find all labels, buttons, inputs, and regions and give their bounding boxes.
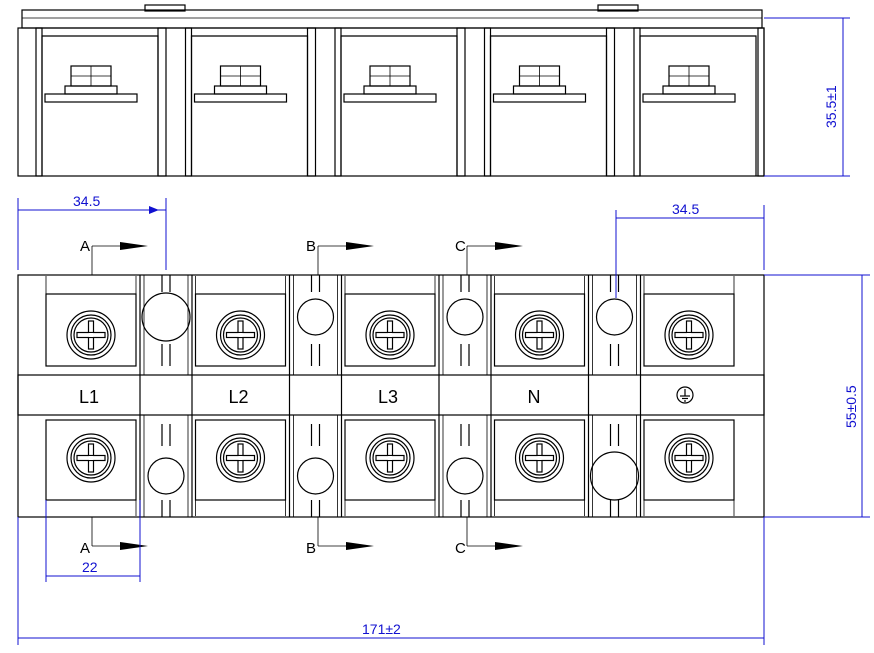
side-module [633,27,757,177]
separator-rib [438,275,492,517]
separator-rib [139,275,193,517]
mounting-hole [446,298,484,336]
terminal-module [45,276,137,516]
side-module [184,27,317,177]
terminal-label: L3 [378,387,398,407]
label-strip [17,374,765,416]
screw-terminal [66,310,116,360]
screw-terminal [215,310,266,360]
terminal-label: L1 [79,387,99,407]
svg-text:B: B [306,540,316,557]
screw-terminal [514,433,565,483]
svg-text:A: A [80,238,90,255]
screw-terminal [664,433,714,483]
side-module [35,27,167,177]
mounting-hole [296,457,335,495]
separator-rib [587,275,642,517]
dim-depth: 55±0.5 [843,385,859,428]
side-module [483,27,616,177]
dim-top-left-pitch: 34.5 [73,193,100,209]
screw-terminal [514,310,565,360]
svg-text:B: B [306,238,316,255]
svg-text:A: A [80,540,90,557]
svg-text:C: C [455,540,466,557]
separator-rib [288,275,343,517]
terminal-module [344,276,436,516]
screw-terminal [66,433,116,483]
screw-terminal [365,310,415,360]
dimensions: 34.5 34.5 35.5±1 55±0.5 22 171±2 [17,17,870,645]
dim-top-right-pitch: 34.5 [672,201,699,217]
section-marker: B [306,238,374,275]
mounting-hole [589,451,640,501]
cover-tab-left [144,4,186,12]
screw-terminal [215,433,266,483]
terminal-label: N [528,387,541,407]
plan-view: L1 L2 L3 N [17,274,765,518]
screw-terminal [365,433,415,483]
ground-symbol [676,386,694,404]
dim-total-length: 171±2 [362,621,401,637]
dim-hole-width: 22 [82,559,98,575]
side-module [334,27,466,177]
terminal-module [643,276,735,516]
section-marker: A [80,238,148,275]
screw-terminal [664,310,714,360]
section-marker: C [455,238,523,275]
terminal-module [493,276,586,516]
section-marker: A [80,517,148,557]
terminal-module [194,276,287,516]
mounting-hole [141,292,191,342]
terminal-label: L2 [229,387,249,407]
mounting-hole [595,298,634,336]
dim-height: 35.5±1 [823,85,839,128]
svg-text:C: C [455,238,466,255]
mounting-hole [446,457,484,495]
side-view-cover [21,9,763,29]
mounting-hole [147,457,185,495]
mounting-hole [296,298,335,336]
section-marker: C [455,517,523,557]
cover-tab-right [597,4,639,12]
section-marker: B [306,517,374,557]
side-view [17,4,765,177]
